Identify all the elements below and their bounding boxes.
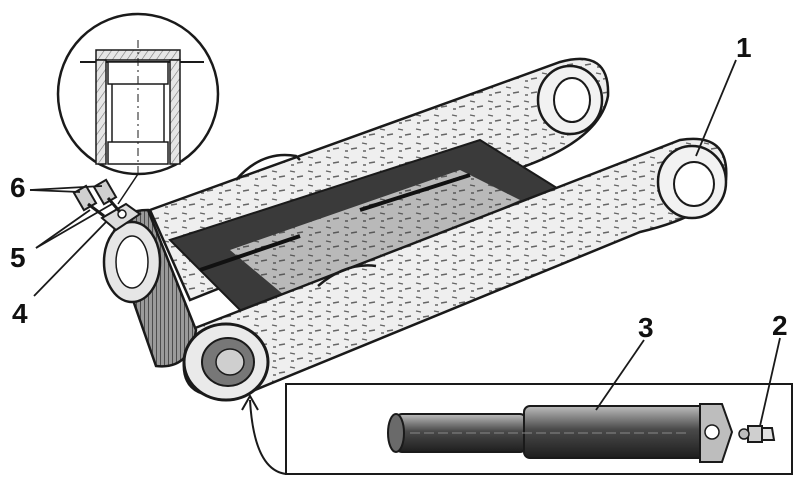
leader-lines	[29, 59, 781, 427]
exploded-parts-box	[285, 383, 793, 475]
leader-5b	[35, 203, 113, 249]
leader-3	[595, 339, 645, 411]
leader-2	[759, 337, 781, 427]
leader-4	[33, 221, 107, 297]
bushing-detail-inset	[56, 12, 220, 205]
leader-6b	[29, 185, 103, 191]
callout-5: 5	[10, 242, 26, 273]
callout-4: 4	[12, 298, 28, 329]
callout-1: 1	[736, 32, 752, 63]
pointer-arrow	[249, 399, 287, 475]
grease-fitting	[738, 425, 776, 443]
lever-axle	[387, 403, 734, 463]
callout-6: 6	[10, 172, 26, 203]
callout-3: 3	[638, 312, 654, 343]
callout-2: 2	[772, 310, 788, 341]
lever-assembly	[72, 57, 728, 402]
leader-1	[695, 59, 737, 157]
leader-5a	[35, 209, 91, 249]
